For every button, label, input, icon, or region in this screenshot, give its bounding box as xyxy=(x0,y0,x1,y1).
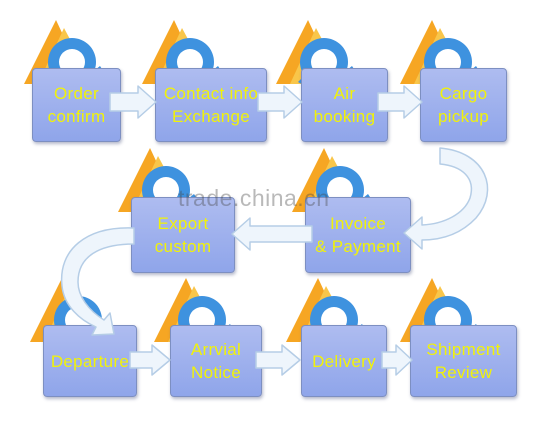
step-label-line1: Shipment xyxy=(426,340,501,359)
step-cargo-pickup: Cargo pickup xyxy=(420,68,507,142)
arrow-left-icon xyxy=(231,217,313,251)
step-label-line1: Invoice xyxy=(330,214,386,233)
step-departure: Departure xyxy=(43,325,137,397)
arrow-right-icon xyxy=(109,85,157,119)
step-export-custom: Export custom xyxy=(131,197,235,273)
step-label-line1: Arrvial xyxy=(190,340,242,359)
step-label-line2: Notice xyxy=(191,363,241,382)
arrow-right-icon xyxy=(129,344,171,376)
step-label-line1: Air xyxy=(333,84,356,103)
step-label-line1: Contact info xyxy=(163,84,259,103)
step-label-line2: Review xyxy=(434,363,493,382)
step-label-line1: Departure xyxy=(50,351,130,371)
watermark: trade.china.cn xyxy=(178,185,330,211)
step-label-line2: pickup xyxy=(438,107,489,126)
step-label-line2: booking xyxy=(313,107,376,126)
step-arrival-notice: Arrvial Notice xyxy=(170,325,262,397)
step-label-line2: Exchange xyxy=(171,107,250,126)
step-label-line2: custom xyxy=(154,237,212,256)
step-delivery: Delivery xyxy=(301,325,387,397)
arrow-right-icon xyxy=(377,85,423,119)
step-label-line2: confirm xyxy=(47,107,106,126)
arrow-right-icon xyxy=(381,344,413,376)
arrow-right-icon xyxy=(257,85,303,119)
step-invoice-payment: Invoice & Payment xyxy=(305,197,411,273)
curved-arrow-down-icon xyxy=(60,227,135,336)
arrow-right-icon xyxy=(255,344,301,376)
curved-arrow-down-icon xyxy=(403,147,489,250)
step-label-line1: Export xyxy=(157,214,209,233)
step-label-line1: Cargo xyxy=(439,84,488,103)
step-contact-info-exchange: Contact info Exchange xyxy=(155,68,267,142)
step-shipment-review: Shipment Review xyxy=(410,325,517,397)
step-air-booking: Air booking xyxy=(301,68,388,142)
step-label-line1: Order xyxy=(54,84,99,103)
step-label-line1: Delivery xyxy=(312,351,376,371)
step-label-line2: & Payment xyxy=(315,237,401,256)
